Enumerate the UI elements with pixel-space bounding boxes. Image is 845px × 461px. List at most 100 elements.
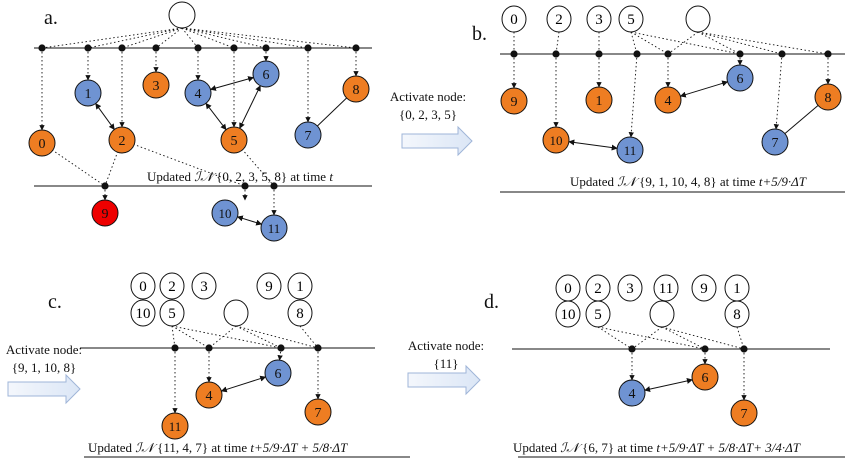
node-11: 11 xyxy=(653,274,679,302)
node-label: 6 xyxy=(737,72,744,87)
node-label: 1 xyxy=(296,279,304,295)
node-label: 3 xyxy=(200,279,208,295)
timeline-dot xyxy=(740,345,748,353)
node-label: 11 xyxy=(268,221,281,236)
dotted-link xyxy=(181,27,267,49)
node-9: 9 xyxy=(691,274,717,302)
timeline-dot xyxy=(38,44,46,52)
node-6: 6 xyxy=(264,359,292,387)
node-label: 2 xyxy=(555,12,563,28)
node-0: 0 xyxy=(501,5,527,33)
timeline-dot xyxy=(824,50,832,58)
node-3: 3 xyxy=(617,274,643,302)
node-8: 8 xyxy=(814,83,842,111)
node-circle xyxy=(546,5,572,33)
node-circle xyxy=(142,71,170,99)
node-empty xyxy=(685,5,711,33)
node-circle xyxy=(691,274,717,302)
node-5: 5 xyxy=(159,299,185,327)
node-5: 5 xyxy=(618,5,644,33)
node-label: 5 xyxy=(168,306,176,322)
node-4: 4 xyxy=(654,86,682,114)
dotted-link xyxy=(87,27,183,49)
node-10: 10 xyxy=(555,300,581,328)
node-label: 4 xyxy=(665,94,672,109)
node-circle xyxy=(191,272,217,300)
node-circle xyxy=(287,299,313,327)
node-4: 4 xyxy=(184,79,212,107)
node-3: 3 xyxy=(142,71,170,99)
node-label: 8 xyxy=(825,91,832,106)
dotted-link xyxy=(121,27,183,49)
dotted-link xyxy=(773,53,783,130)
node-11: 11 xyxy=(616,136,644,164)
node-7: 7 xyxy=(304,398,332,426)
node-circle xyxy=(726,64,754,92)
node-circle xyxy=(260,214,288,242)
node-label: 8 xyxy=(296,306,304,322)
node-circle xyxy=(304,398,332,426)
node-label: 11 xyxy=(169,419,182,434)
timeline-dot xyxy=(205,344,213,352)
panel-letter-a: a. xyxy=(44,7,58,29)
node-label: 10 xyxy=(561,307,576,323)
node-label: 5 xyxy=(594,307,602,323)
node-circle xyxy=(616,136,644,164)
dotted-link xyxy=(597,326,706,350)
dotted-link xyxy=(628,53,638,138)
node-6: 6 xyxy=(726,64,754,92)
node-circle xyxy=(500,87,528,115)
node-4: 4 xyxy=(618,379,646,407)
node-empty xyxy=(223,299,249,327)
node-7: 7 xyxy=(294,121,322,149)
node-4: 4 xyxy=(195,381,223,409)
node-circle xyxy=(130,299,156,327)
node-9: 9 xyxy=(91,199,119,227)
node-circle xyxy=(211,199,239,227)
dotted-link xyxy=(235,325,282,349)
panel-caption: Updated ℐ𝒩 {6, 7} at time t+5/9·ΔT + 5/8… xyxy=(513,440,801,455)
dotted-link xyxy=(597,326,633,350)
node-label: 4 xyxy=(629,387,636,402)
node-circle xyxy=(685,5,711,33)
node-8: 8 xyxy=(287,299,313,327)
node-label: 5 xyxy=(627,12,635,28)
node-7: 7 xyxy=(730,399,758,427)
node-6: 6 xyxy=(252,60,280,88)
node-0: 0 xyxy=(555,274,581,302)
node-circle xyxy=(761,128,789,156)
node-circle xyxy=(501,5,527,33)
timeline-dot xyxy=(270,182,278,190)
activation-arrow xyxy=(407,364,481,396)
node-label: 10 xyxy=(550,133,563,148)
node-1: 1 xyxy=(287,272,313,300)
node-0: 0 xyxy=(28,129,56,157)
arrow-label-line2: {0, 2, 3, 5} xyxy=(399,107,457,122)
node-circle xyxy=(28,129,56,157)
node-circle xyxy=(542,126,570,154)
timeline-dot xyxy=(194,44,202,52)
node-label: 0 xyxy=(39,137,46,152)
dotted-link xyxy=(181,27,309,49)
node-circle xyxy=(618,379,646,407)
node-circle xyxy=(256,272,282,300)
node-6: 6 xyxy=(691,363,719,391)
dotted-link xyxy=(697,31,783,55)
node-circle xyxy=(691,363,719,391)
panel-caption: Updated ℐ𝒩 {9, 1, 10, 4, 8} at time t+5/… xyxy=(570,174,807,189)
node-label: 7 xyxy=(741,407,748,422)
node-label: 9 xyxy=(265,279,273,295)
node-label: 5 xyxy=(231,134,238,149)
node-label: 9 xyxy=(102,207,109,222)
dotted-link xyxy=(299,325,319,349)
node-label: 2 xyxy=(168,279,176,295)
timeline-dot xyxy=(701,345,709,353)
dotted-link xyxy=(155,27,183,49)
node-label: 3 xyxy=(595,12,603,28)
timeline-dot xyxy=(171,344,179,352)
dotted-link xyxy=(181,27,235,49)
dotted-link xyxy=(171,325,210,349)
node-label: 3 xyxy=(626,281,634,297)
node-label: 7 xyxy=(315,406,322,421)
